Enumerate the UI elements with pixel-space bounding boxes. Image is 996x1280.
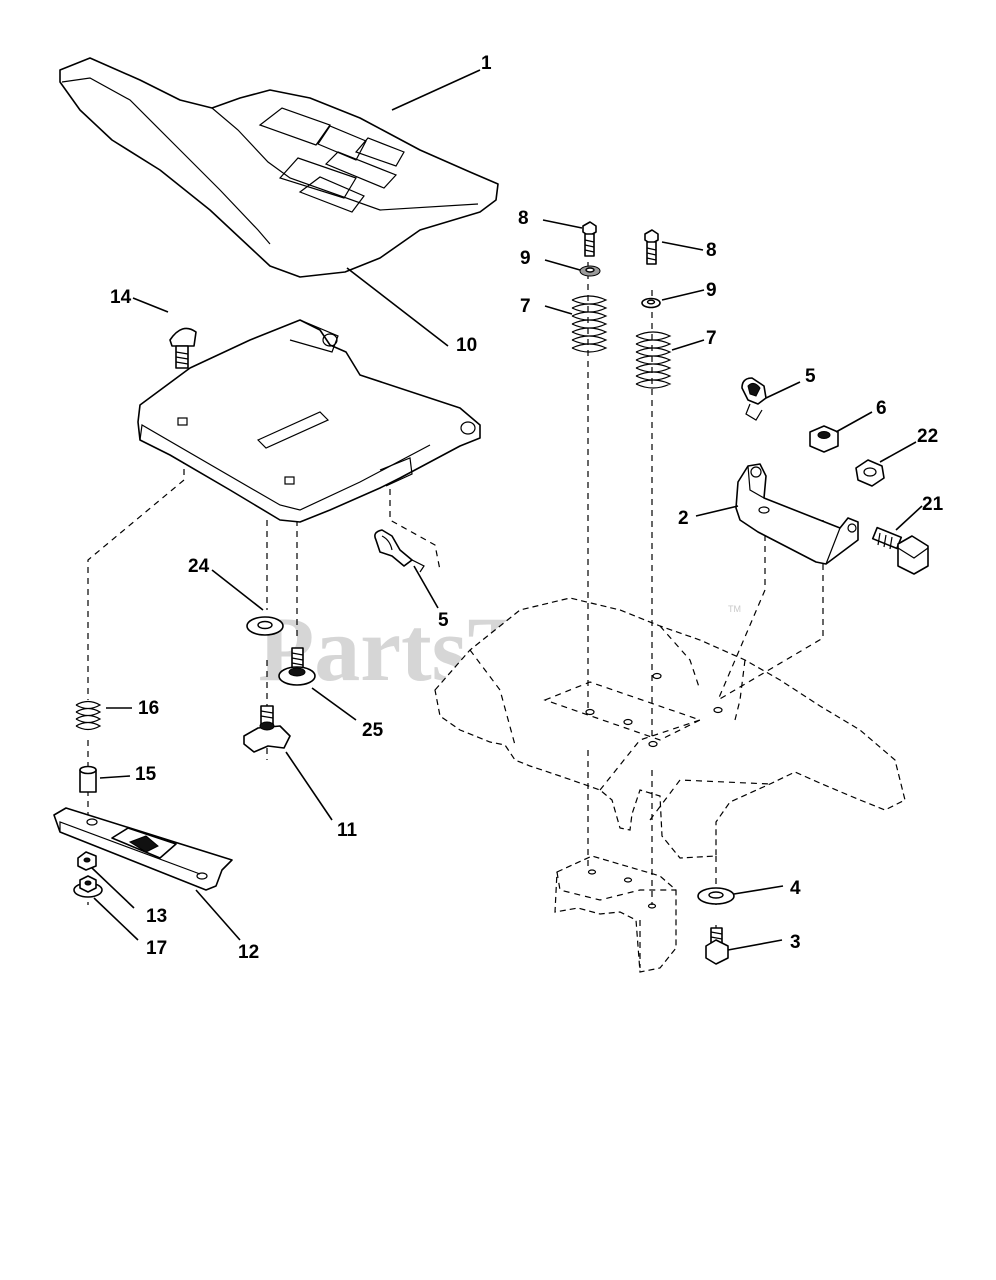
spring-7-right-part	[635, 331, 672, 389]
washer-9-right-part	[641, 297, 661, 309]
callout-15: 15	[135, 764, 157, 785]
callout-5-right: 5	[805, 366, 816, 387]
callout-16: 16	[138, 698, 159, 719]
slide-plate-part	[53, 807, 233, 891]
seat-pan-part	[137, 319, 481, 523]
hex-bolt-3-part	[705, 927, 729, 965]
shoulder-bolt-part	[278, 647, 316, 686]
tractor-frame-outline	[434, 597, 906, 973]
carriage-bolt-part	[169, 327, 197, 369]
callout-24: 24	[188, 556, 210, 577]
hex-bolt-8-right-part	[644, 229, 659, 265]
callout-5-left: 5	[438, 610, 449, 631]
callout-12: 12	[238, 942, 259, 963]
callout-3: 3	[790, 932, 801, 953]
leader-lines	[91, 69, 923, 951]
callout-11: 11	[337, 820, 358, 841]
callout-8-right: 8	[706, 240, 717, 261]
callouts: 1 10 14 24 25 11 16 15 12 13 17 5 8 9 7 …	[110, 53, 944, 963]
spring-7-left-part	[571, 295, 608, 353]
small-spring-part	[75, 700, 102, 731]
clip-left-part	[374, 529, 425, 573]
washer-4-part	[697, 887, 735, 905]
nylock-nut-6-part	[809, 425, 839, 453]
hex-nut-13-part	[77, 851, 97, 871]
callout-2: 2	[678, 508, 689, 529]
pivot-bracket-part	[735, 463, 859, 565]
knob-part	[243, 705, 291, 753]
washer-24-part	[246, 616, 284, 636]
callout-25: 25	[362, 720, 384, 741]
callout-17: 17	[146, 938, 167, 959]
callout-6: 6	[876, 398, 887, 419]
shoulder-bolt-21-part	[871, 526, 929, 575]
callout-21: 21	[922, 494, 944, 515]
callout-10: 10	[456, 335, 477, 356]
callout-4: 4	[790, 878, 801, 899]
callout-9-right: 9	[706, 280, 717, 301]
callout-7-left: 7	[520, 296, 531, 317]
clip-right-part	[741, 377, 767, 421]
washer-9-left-part	[579, 265, 601, 277]
callout-9-left: 9	[520, 248, 531, 269]
callout-22: 22	[917, 426, 938, 447]
callout-8-left: 8	[518, 208, 529, 229]
flange-nut-17-part	[73, 875, 103, 898]
callout-1: 1	[481, 53, 492, 74]
callout-14: 14	[110, 287, 132, 308]
callout-7-right: 7	[706, 328, 717, 349]
nut-22-part	[855, 459, 885, 487]
spacer-part	[79, 765, 97, 793]
hex-bolt-8-left-part	[582, 221, 597, 257]
watermark-trademark: TM	[728, 604, 741, 614]
callout-13: 13	[146, 906, 167, 927]
seat-part	[59, 57, 499, 278]
